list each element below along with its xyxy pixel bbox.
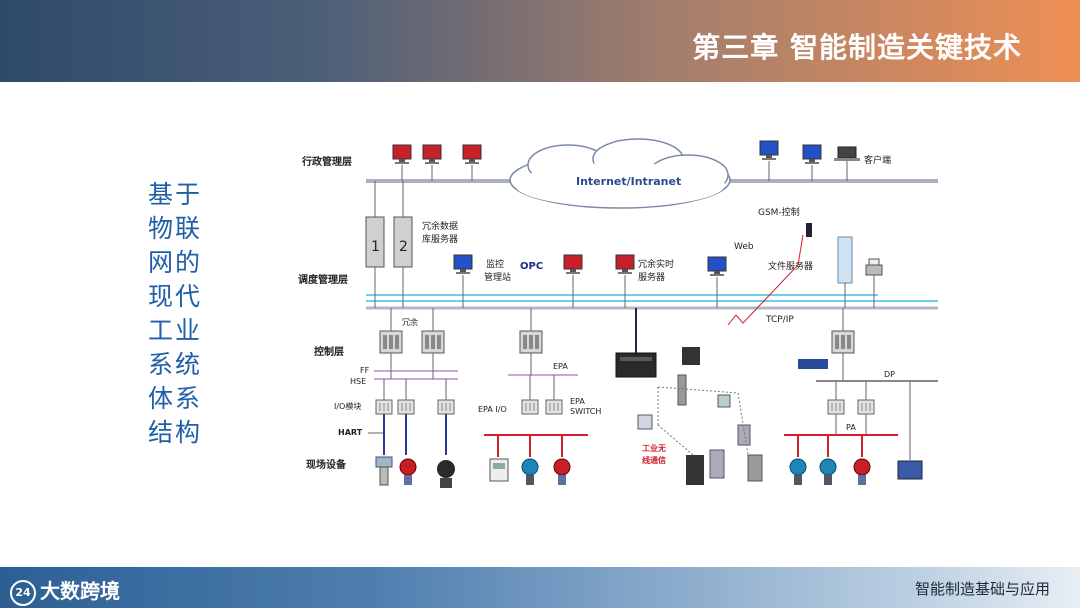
- db-server-icon: 2: [393, 216, 413, 268]
- valve-icon: [853, 458, 871, 486]
- plc-icon: [831, 330, 855, 354]
- client-pc-icon: [802, 144, 822, 165]
- svg-text:1: 1: [371, 239, 380, 255]
- brand-badge: 24: [10, 579, 36, 606]
- file-server-label: 文件服务器: [768, 260, 813, 272]
- side-title-line: 体系: [148, 384, 203, 413]
- ff-label: FF: [360, 366, 370, 375]
- epa-switch-icon: [545, 399, 563, 415]
- transmitter-icon: [521, 458, 539, 486]
- redundant-db-label: 库服务器: [422, 233, 458, 245]
- admin-pc-icon: [422, 144, 442, 165]
- web-label: Web: [734, 242, 754, 252]
- internet-cloud: Internet/Intranet: [509, 138, 731, 209]
- side-title-line: 物联: [148, 214, 203, 243]
- realtime-server-label: 服务器: [638, 271, 665, 283]
- io-module-icon: [857, 399, 875, 415]
- page-title: 第三章 智能制造关键技术: [692, 31, 1022, 64]
- realtime-server-label: 冗余实时: [638, 258, 674, 270]
- file-server-icon: [837, 236, 853, 284]
- transmitter-icon: [819, 458, 837, 486]
- monitor-label: 管理站: [484, 271, 511, 283]
- layer-label-field: 现场设备: [306, 458, 347, 471]
- io-module-icon: [397, 399, 415, 415]
- opc-logo: OPC: [520, 261, 543, 272]
- laptop-icon: [834, 146, 860, 161]
- monitor-pc-icon: [453, 254, 473, 275]
- cloud-label: Internet/Intranet: [576, 175, 681, 188]
- sensor-icon: [375, 456, 393, 486]
- wireless-sensor-icon: [637, 374, 763, 485]
- plc-icon: [379, 330, 403, 354]
- valve-icon: [553, 458, 571, 486]
- redundant-db-label: 冗余数据: [422, 220, 458, 232]
- gsm-label: GSM-控制: [758, 206, 800, 218]
- course-title: 智能制造基础与应用: [914, 580, 1050, 598]
- motor-icon: [897, 460, 923, 480]
- header-bar: 第三章 智能制造关键技术: [0, 0, 1080, 82]
- layer-label-control: 控制层: [314, 345, 344, 358]
- epa-label: EPA: [553, 362, 568, 371]
- side-title-line: 工业: [148, 316, 203, 345]
- tcpip-label: TCP/IP: [765, 315, 794, 325]
- layer-label-dispatch: 调度管理层: [298, 273, 348, 286]
- dp-rack-icon: [798, 359, 828, 369]
- side-title: 基于 物联 网的 现代 工业 系统 体系 结构: [148, 178, 208, 450]
- wireless-label: 线通信: [642, 455, 666, 465]
- side-title-line: 基于: [148, 180, 203, 209]
- db-server-icon: 1: [365, 216, 385, 268]
- admin-pc-icon: [462, 144, 482, 165]
- epa-switch-label: EPA: [570, 397, 585, 406]
- plc-icon: [421, 330, 445, 354]
- redundant-label: 冗余: [402, 317, 418, 327]
- side-title-line: 系统: [148, 350, 203, 379]
- valve-icon: [399, 458, 417, 486]
- dp-label: DP: [884, 370, 895, 379]
- pa-label: PA: [846, 423, 856, 432]
- epa-io-icon: [521, 399, 539, 415]
- side-title-line: 网的: [148, 248, 203, 277]
- svg-text:2: 2: [399, 239, 408, 255]
- side-title-line: 结构: [148, 418, 203, 447]
- industrial-system-diagram: 行政管理层 调度管理层 控制层 现场设备 Internet/Intranet 客…: [298, 138, 938, 488]
- printer-icon: [865, 258, 883, 276]
- wireless-controller-icon: [615, 347, 700, 378]
- meter-icon: [489, 458, 509, 482]
- realtime-server-icon: [615, 254, 635, 275]
- admin-pc-icon: [392, 144, 412, 165]
- opc-server-icon: [563, 254, 583, 275]
- io-module-icon: [375, 399, 393, 415]
- layer-label-admin: 行政管理层: [301, 155, 352, 168]
- actuator-icon: [437, 460, 455, 488]
- epa-switch-label: SWITCH: [570, 407, 601, 416]
- io-module-icon: [827, 399, 845, 415]
- io-module-label: I/O模块: [334, 401, 361, 411]
- io-module-icon: [437, 399, 455, 415]
- monitor-label: 监控: [486, 258, 504, 270]
- side-title-line: 现代: [148, 282, 203, 311]
- dispatch-pc-icon: [707, 256, 727, 277]
- brand-text: 大数跨境: [40, 579, 120, 603]
- wireless-link: [727, 234, 804, 326]
- client-label: 客户端: [864, 154, 891, 166]
- client-pc-icon: [759, 140, 779, 161]
- hart-label: HART: [338, 428, 363, 437]
- phone-icon: [806, 223, 812, 237]
- wireless-label: 工业无: [642, 443, 666, 453]
- transmitter-icon: [789, 458, 807, 486]
- plc-icon: [519, 330, 543, 354]
- hse-label: HSE: [350, 377, 366, 386]
- epa-io-label: EPA I/O: [478, 405, 507, 414]
